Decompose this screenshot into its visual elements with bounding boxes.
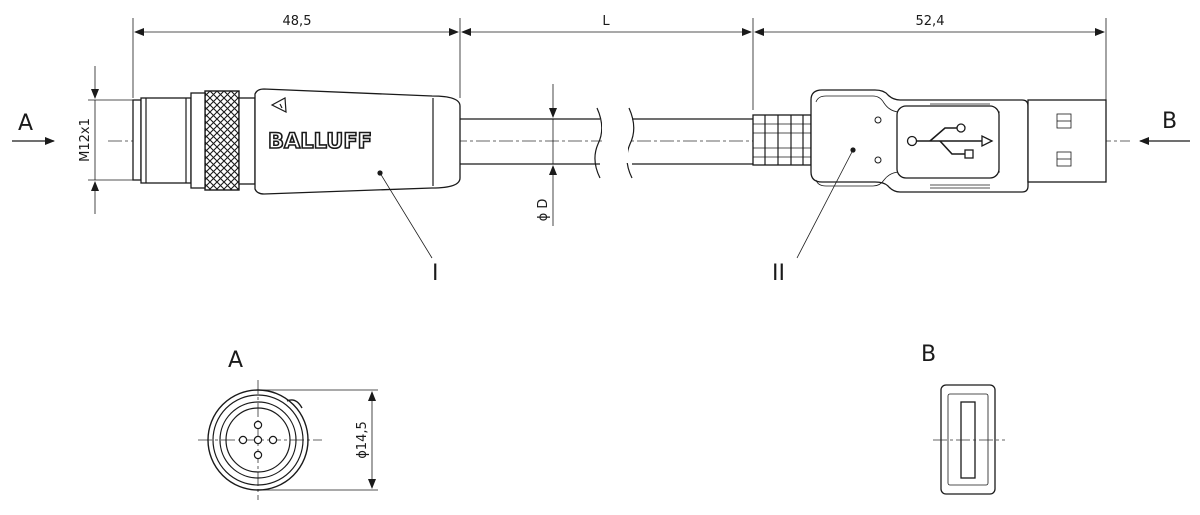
usb-connector: II [752,89,1107,286]
view-arrow-b: B [1139,109,1190,145]
face-diameter-label: ϕ14,5 [355,421,370,459]
thread-label: M12x1 [78,118,93,162]
cable-diameter-dimension: ϕ D [536,84,557,226]
brand-logo: BALLUFF [268,129,372,153]
view-b-title: B [921,342,936,367]
part-two-label: II [772,261,785,286]
part-one-label: I [432,261,439,286]
warning-triangle-icon [270,97,287,114]
view-arrow-a: A [12,111,55,145]
dimension-cable-length: L [602,14,610,29]
dimension-left: 48,5 [283,14,312,29]
thread-dimension: M12x1 [78,66,133,214]
view-b-face: B [921,342,1005,495]
view-a-title: A [228,348,243,373]
dimension-right: 52,4 [916,14,945,29]
connector-grip-body [254,88,461,195]
top-dimensions: 48,5 L 52,4 [132,14,1107,110]
usb-icon [906,123,994,159]
cable [460,107,760,179]
view-a-face: A ϕ14,5 [198,348,378,500]
view-a-arrow-label: A [18,111,33,136]
cable-diameter-label: ϕ D [536,199,551,222]
m12-connector: BALLUFF I [132,88,461,286]
knurled-nut [204,90,240,191]
view-b-arrow-label: B [1162,109,1177,134]
